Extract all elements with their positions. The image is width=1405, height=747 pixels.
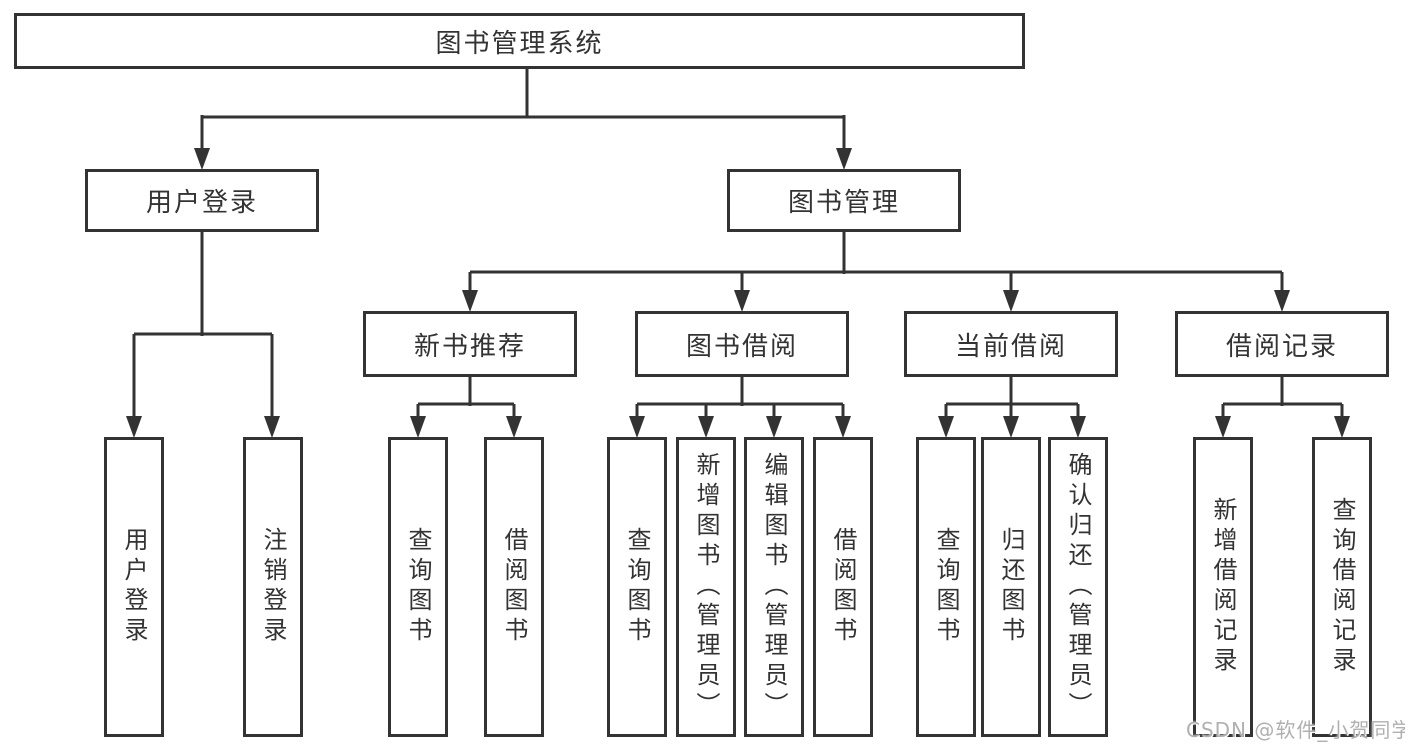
node-book-borrowing: 图书借阅 <box>635 311 849 377</box>
leaf-label: 确认归还（管理员） <box>1064 452 1092 722</box>
leaf-edit-books-admin: 编辑图书（管理员） <box>744 437 804 737</box>
node-user-login: 用户登录 <box>85 169 319 232</box>
node-label: 借阅记录 <box>1225 331 1338 362</box>
leaf-label: 查询图书 <box>932 527 960 647</box>
node-borrowing-records: 借阅记录 <box>1175 311 1389 377</box>
csdn-watermark: CSDN @软件_小贺同学 <box>1186 718 1405 742</box>
leaf-label: 借阅图书 <box>500 527 528 647</box>
node-label: 图书管理系统 <box>435 28 604 59</box>
leaf-label: 编辑图书（管理员） <box>760 452 788 722</box>
node-book-management: 图书管理 <box>727 169 961 232</box>
leaf-label: 查询借阅记录 <box>1328 497 1356 677</box>
node-current-borrowing: 当前借阅 <box>904 311 1118 377</box>
leaf-label: 借阅图书 <box>829 527 857 647</box>
leaf-label: 归还图书 <box>997 527 1025 647</box>
node-label: 用户登录 <box>145 188 258 218</box>
node-label: 图书借阅 <box>685 331 798 362</box>
leaf-add-borrow-record: 新增借阅记录 <box>1193 437 1253 737</box>
leaf-label: 新增借阅记录 <box>1209 497 1237 677</box>
leaf-label: 注销登录 <box>259 527 287 647</box>
leaf-label: 用户登录 <box>120 527 148 647</box>
leaf-borrow-books-recommend: 借阅图书 <box>484 437 544 737</box>
leaf-confirm-return-admin: 确认归还（管理员） <box>1048 437 1108 737</box>
leaf-label: 查询图书 <box>404 527 432 647</box>
leaf-user-login: 用户登录 <box>104 437 164 737</box>
leaf-query-books-recommend: 查询图书 <box>388 437 448 737</box>
leaf-return-books: 归还图书 <box>981 437 1041 737</box>
node-library-system: 图书管理系统 <box>14 13 1025 69</box>
node-label: 新书推荐 <box>413 331 526 362</box>
leaf-add-books-admin: 新增图书（管理员） <box>676 437 736 737</box>
node-label: 当前借阅 <box>954 331 1067 362</box>
leaf-label: 新增图书（管理员） <box>692 452 720 722</box>
leaf-query-books-current: 查询图书 <box>916 437 976 737</box>
leaf-logout: 注销登录 <box>243 437 303 737</box>
leaf-label: 查询图书 <box>623 527 651 647</box>
leaf-query-borrow-record: 查询借阅记录 <box>1312 437 1372 737</box>
node-new-book-recommend: 新书推荐 <box>363 311 577 377</box>
leaf-query-books-borrow: 查询图书 <box>607 437 667 737</box>
leaf-borrow-books: 借阅图书 <box>813 437 873 737</box>
node-label: 图书管理 <box>787 188 900 218</box>
